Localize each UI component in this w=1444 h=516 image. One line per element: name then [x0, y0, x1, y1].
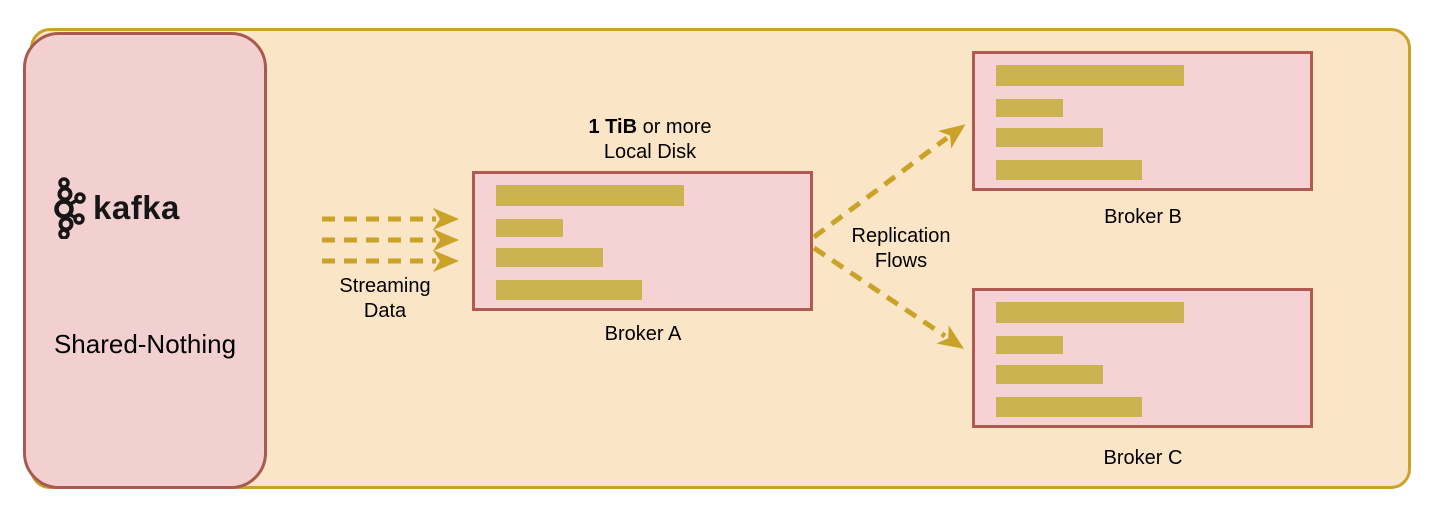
log-segment-bar: [996, 65, 1184, 86]
log-segment-bar: [996, 99, 1063, 117]
broker-a-box: [472, 171, 813, 311]
disk-size-line2: Local Disk: [603, 141, 697, 163]
broker-a-label: Broker A: [604, 323, 682, 345]
broker-c-box: [972, 288, 1313, 428]
log-segment-bars: [996, 54, 1296, 180]
disk-size-note: 1 TiB or more Local Disk: [550, 115, 750, 165]
streaming-data-label: Streaming Data: [339, 275, 431, 322]
broker-b-box: [972, 51, 1313, 191]
log-segment-bar: [996, 365, 1103, 384]
log-segment-bar: [496, 280, 642, 300]
kafka-logo-icon: [54, 177, 86, 239]
shared-nothing-panel: kafka Shared-Nothing: [23, 32, 267, 489]
replication-flows-label: Replication Flows: [851, 225, 951, 272]
log-segment-bars: [496, 174, 796, 300]
log-segment-bar: [996, 302, 1184, 323]
broker-b-label: Broker B: [1104, 206, 1182, 228]
panel-title: Shared-Nothing: [53, 329, 237, 359]
broker-c-label: Broker C: [1103, 447, 1183, 469]
log-segment-bar: [996, 336, 1063, 354]
kafka-logo: kafka: [52, 177, 180, 239]
log-segment-bars: [996, 291, 1296, 417]
log-segment-bar: [496, 248, 603, 267]
disk-size-line1: 1 TiB or more: [588, 116, 712, 138]
kafka-logo-text: kafka: [93, 189, 180, 226]
log-segment-bar: [996, 397, 1142, 417]
log-segment-bar: [996, 128, 1103, 147]
log-segment-bar: [496, 185, 684, 206]
log-segment-bar: [996, 160, 1142, 180]
log-segment-bar: [496, 219, 563, 237]
